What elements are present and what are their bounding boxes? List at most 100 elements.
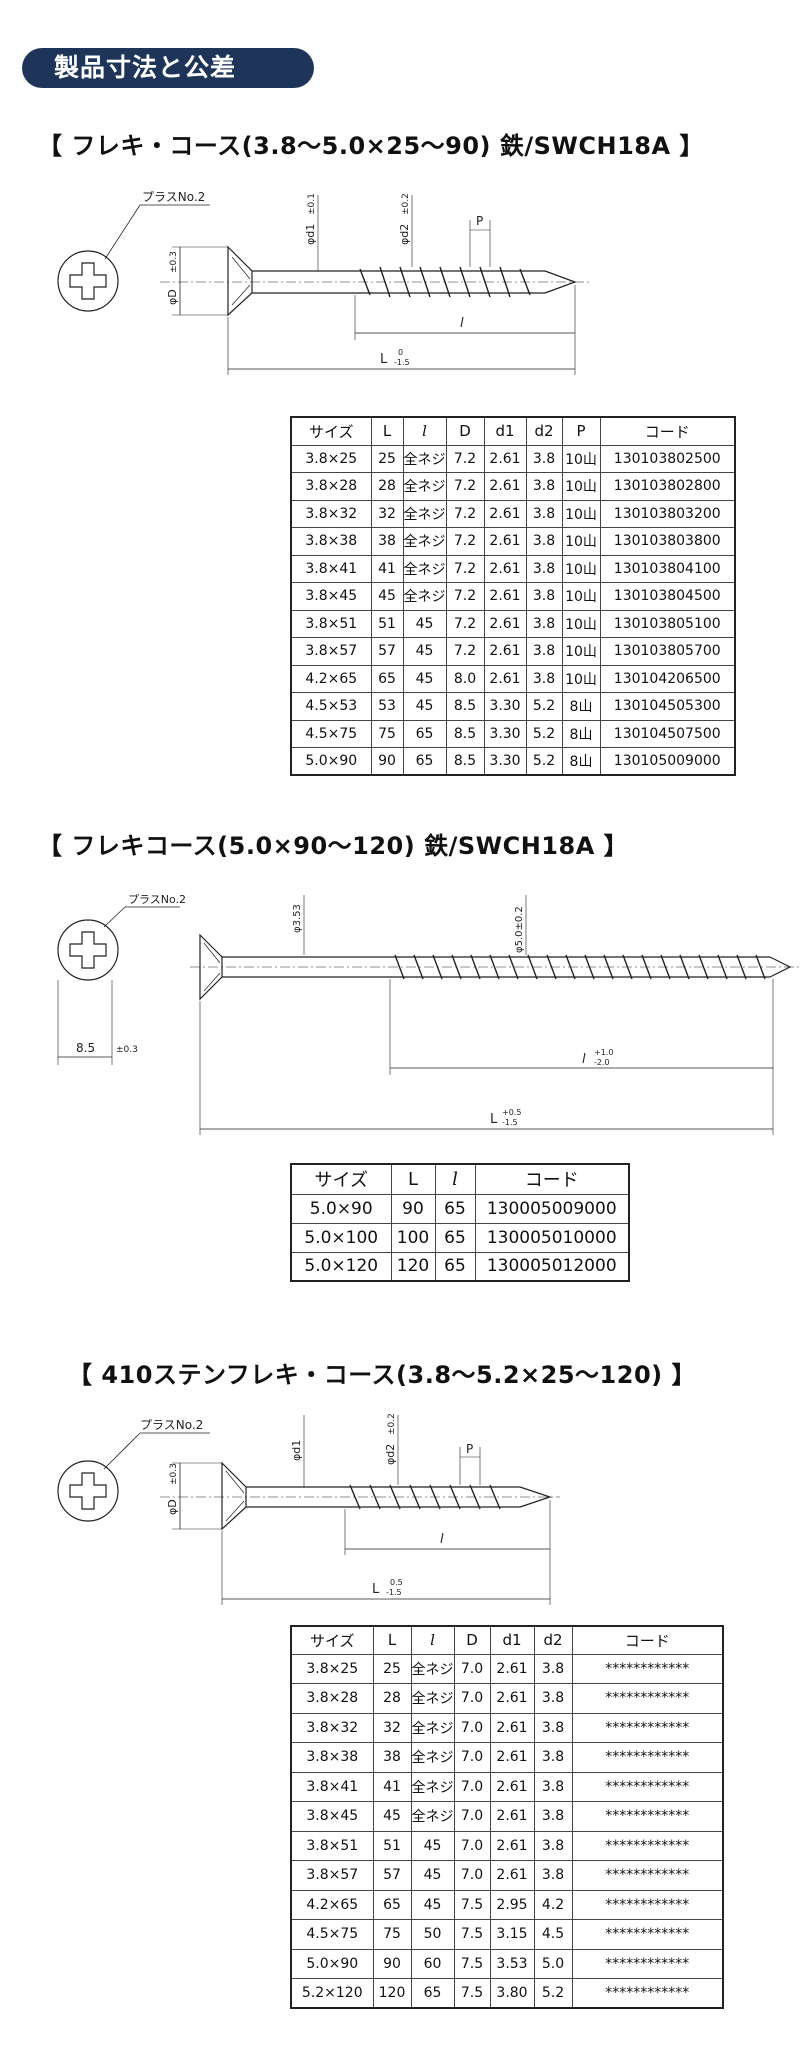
table-cell: 130103805700 bbox=[599, 637, 736, 666]
table-cell: 10山 bbox=[561, 472, 601, 501]
table-cell: 4.2×65 bbox=[290, 664, 372, 693]
table-cell: ************ bbox=[571, 1683, 724, 1714]
big-l-tol-upper: +0.5 bbox=[502, 1108, 521, 1117]
table-cell: 7.0 bbox=[453, 1712, 491, 1743]
d-label: φD bbox=[166, 1499, 179, 1515]
table-cell: 5.0×120 bbox=[290, 1251, 392, 1282]
table-cell: ************ bbox=[571, 1948, 724, 1979]
table-cell: 7.0 bbox=[453, 1830, 491, 1861]
phillips-cross-icon bbox=[69, 262, 107, 300]
table-cell: 57 bbox=[372, 1860, 412, 1891]
table-cell: 3.8×41 bbox=[290, 1771, 374, 1802]
col-header-d1: d1 bbox=[483, 416, 527, 446]
table-cell: 7.5 bbox=[453, 1978, 491, 2009]
table-cell: 130005012000 bbox=[474, 1251, 630, 1282]
table-cell: 65 bbox=[410, 1978, 455, 2009]
table-cell: 2.61 bbox=[489, 1683, 535, 1714]
table-cell: 5.2 bbox=[525, 747, 563, 776]
table-cell: 8.5 bbox=[445, 692, 485, 721]
table-cell: 4.2 bbox=[533, 1889, 573, 1920]
table-cell: 32 bbox=[372, 1712, 412, 1743]
table-cell: 8.0 bbox=[445, 664, 485, 693]
table-cell: 45 bbox=[402, 637, 447, 666]
table-cell: 10山 bbox=[561, 637, 601, 666]
section-3-screw-drawing: プラスNo.2 φD ±0.3 φd1 φd2 ±0.2 P l L 0.5 -… bbox=[57, 1413, 560, 1605]
table-cell: 41 bbox=[372, 1771, 412, 1802]
table-cell: 65 bbox=[434, 1193, 476, 1224]
table-cell: 2.61 bbox=[483, 472, 527, 501]
table-cell: 65 bbox=[402, 747, 447, 776]
big-l-tol-upper: 0 bbox=[398, 348, 403, 357]
table-cell: 65 bbox=[434, 1251, 476, 1282]
table-cell: ************ bbox=[571, 1653, 724, 1684]
table-cell: 45 bbox=[370, 582, 404, 611]
table-cell: 全ネジ bbox=[410, 1712, 455, 1743]
table-cell: 120 bbox=[390, 1251, 436, 1282]
table-cell: 10山 bbox=[561, 609, 601, 638]
table-cell: 2.61 bbox=[489, 1801, 535, 1832]
table-cell: 57 bbox=[370, 637, 404, 666]
d-label: φD bbox=[166, 289, 179, 305]
table-cell: 3.8×25 bbox=[290, 444, 372, 473]
table-cell: 7.2 bbox=[445, 472, 485, 501]
head-label: プラスNo.2 bbox=[142, 190, 205, 204]
table-cell: 2.61 bbox=[489, 1830, 535, 1861]
d-tol: ±0.3 bbox=[116, 1045, 138, 1055]
table-cell: 7.5 bbox=[453, 1948, 491, 1979]
table-cell: 90 bbox=[390, 1193, 436, 1224]
table-cell: 4.5×75 bbox=[290, 1919, 374, 1950]
table-cell: 2.61 bbox=[483, 499, 527, 528]
table-cell: ************ bbox=[571, 1801, 724, 1832]
d2-label: φ5.0±0.2 bbox=[514, 906, 525, 953]
table-cell: 10山 bbox=[561, 664, 601, 693]
table-cell: 3.30 bbox=[483, 719, 527, 748]
table-cell: 2.61 bbox=[483, 527, 527, 556]
table-cell: 51 bbox=[370, 609, 404, 638]
table-cell: 3.8 bbox=[525, 527, 563, 556]
table-cell: 38 bbox=[370, 527, 404, 556]
table-cell: 100 bbox=[390, 1222, 436, 1253]
p-label: P bbox=[466, 1442, 473, 1456]
table-cell: 3.15 bbox=[489, 1919, 535, 1950]
table-cell: 2.61 bbox=[489, 1860, 535, 1891]
table-cell: 3.8×57 bbox=[290, 637, 372, 666]
table-cell: 5.0×90 bbox=[290, 747, 372, 776]
table-cell: 7.0 bbox=[453, 1742, 491, 1773]
table-cell: 45 bbox=[410, 1889, 455, 1920]
table-cell: 3.8×28 bbox=[290, 1683, 374, 1714]
table-cell: 5.0×90 bbox=[290, 1193, 392, 1224]
l-tol-lower: -2.0 bbox=[594, 1058, 610, 1067]
table-cell: 3.8×28 bbox=[290, 472, 372, 501]
table-cell: 3.8 bbox=[533, 1683, 573, 1714]
table-cell: 5.0×100 bbox=[290, 1222, 392, 1253]
table-cell: 3.8×25 bbox=[290, 1653, 374, 1684]
table-cell: 5.2 bbox=[525, 719, 563, 748]
table-cell: ************ bbox=[571, 1830, 724, 1861]
table-cell: 全ネジ bbox=[402, 444, 447, 473]
table-cell: 45 bbox=[410, 1830, 455, 1861]
table-cell: 130105009000 bbox=[599, 747, 736, 776]
table-cell: ************ bbox=[571, 1889, 724, 1920]
table-cell: 8.5 bbox=[445, 747, 485, 776]
table-cell: 45 bbox=[372, 1801, 412, 1832]
table-cell: 130103804100 bbox=[599, 554, 736, 583]
table-cell: 3.8 bbox=[533, 1860, 573, 1891]
table-cell: 2.61 bbox=[483, 554, 527, 583]
table-cell: 45 bbox=[410, 1860, 455, 1891]
table-cell: 65 bbox=[370, 664, 404, 693]
table-cell: 38 bbox=[372, 1742, 412, 1773]
table-cell: ************ bbox=[571, 1712, 724, 1743]
table-cell: 130005009000 bbox=[474, 1193, 630, 1224]
l-label: l bbox=[440, 1532, 444, 1547]
table-cell: 3.8×51 bbox=[290, 1830, 374, 1861]
table-cell: 全ネジ bbox=[410, 1742, 455, 1773]
d1-label: φd1 bbox=[304, 224, 317, 245]
